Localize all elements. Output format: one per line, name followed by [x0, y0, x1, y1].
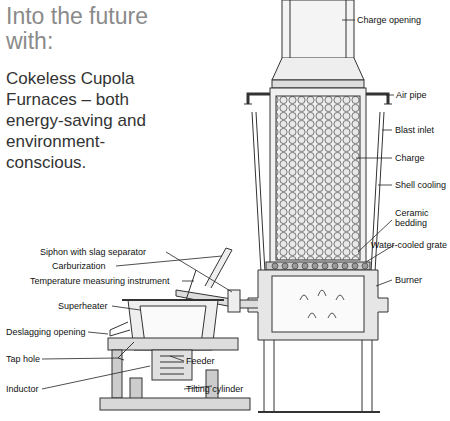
part-label: Burner [395, 275, 422, 285]
part-label: Superheater [58, 301, 108, 311]
part-label: Charge [395, 153, 425, 163]
part-label: Charge opening [357, 15, 421, 25]
caption: Cokeless Cupola Furnaces – both energy-s… [6, 68, 156, 173]
part-label: Siphon with slag separator [40, 247, 146, 257]
part-label: Feeder [186, 356, 215, 366]
part-label: Ceramic bedding [395, 208, 447, 228]
part-label: Blast inlet [395, 125, 434, 135]
part-label: Air pipe [396, 90, 427, 100]
part-label: Temperature measuring instrument [30, 276, 170, 286]
part-label: Shell cooling [395, 180, 446, 190]
part-label: Carburization [52, 261, 106, 271]
part-label: Inductor [6, 384, 39, 394]
part-label: Tap hole [6, 354, 40, 364]
part-label: Deslagging opening [6, 327, 86, 337]
part-label: Tilting cylinder [186, 384, 243, 394]
part-label: Water-cooled grate [371, 240, 447, 250]
heading: Into the future with: [6, 4, 176, 54]
